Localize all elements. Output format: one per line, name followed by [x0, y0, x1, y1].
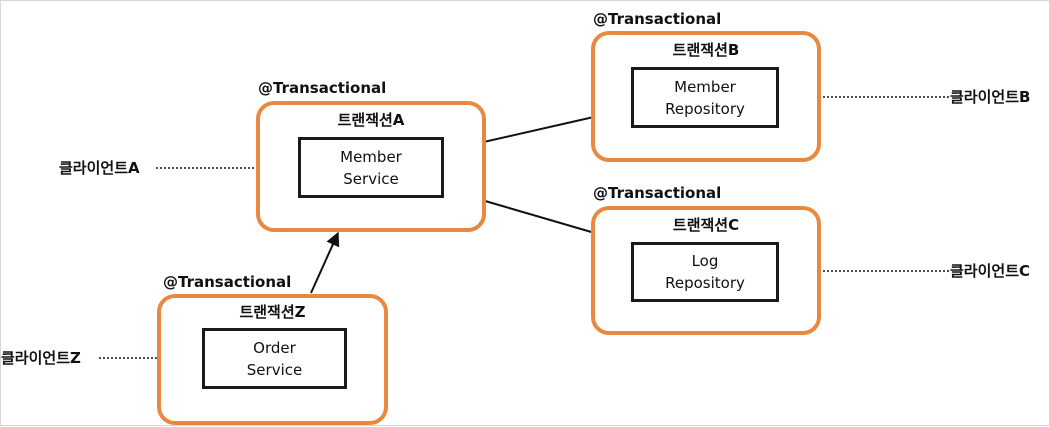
transaction-b-label: 트랜잭션B: [672, 41, 740, 59]
order-service-box: Order Service: [202, 328, 347, 389]
log-repository-box: Log Repository: [631, 242, 779, 302]
client-c-label: 클라이언트C: [950, 262, 1031, 280]
member-repository-line-1: Member: [674, 77, 736, 96]
member-service-box: Member Service: [298, 137, 444, 198]
log-repository-line-2: Repository: [665, 274, 745, 292]
order-service-line-1: Order: [253, 338, 296, 357]
transaction-c-label: 트랜잭션C: [672, 216, 740, 234]
client-b-label: 클라이언트B: [950, 88, 1031, 106]
client-z-label: 클라이언트Z: [1, 349, 81, 367]
member-service-line-1: Member: [340, 147, 402, 166]
transaction-a-label: 트랜잭션A: [337, 111, 405, 129]
transactional-annotation-a: @Transactional: [258, 79, 387, 97]
transaction-z-label: 트랜잭션Z: [239, 303, 306, 321]
member-repository-box: Member Repository: [631, 67, 779, 128]
transactional-annotation-b: @Transactional: [593, 10, 722, 28]
member-repository-line-2: Repository: [665, 99, 745, 118]
transactional-annotation-z: @Transactional: [163, 273, 292, 291]
log-repository-line-1: Log: [691, 252, 719, 270]
arrow-transaction-z-to-transaction-a: [310, 231, 340, 294]
member-service-line-2: Service: [343, 169, 399, 188]
transactional-annotation-c: @Transactional: [593, 184, 722, 202]
order-service-line-2: Service: [246, 360, 303, 379]
client-a-label: 클라이언트A: [59, 159, 140, 177]
